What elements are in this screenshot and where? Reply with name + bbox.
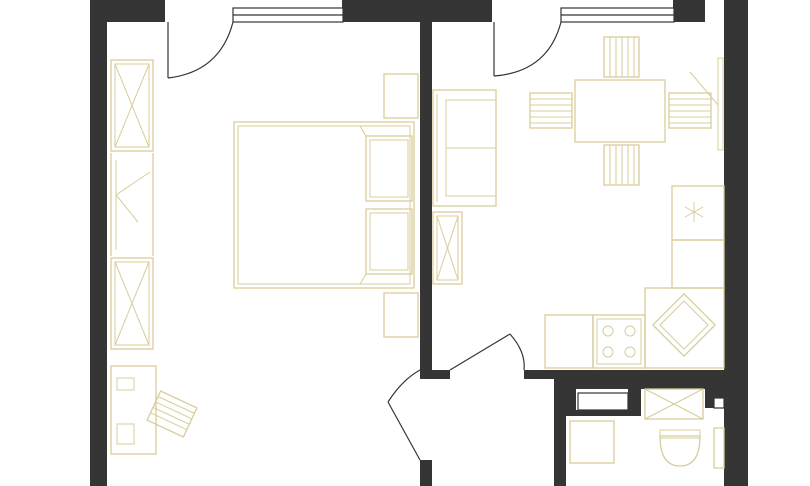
sink-bathroom [713,427,725,469]
chair-right [668,92,712,129]
top-wall-1 [90,0,165,22]
washing-machine [569,420,615,464]
left-outer-wall [90,0,107,486]
toilet [659,429,701,467]
chair-bottom [603,144,640,186]
walls [90,0,748,486]
windows [232,7,725,411]
dining-table [574,79,666,143]
sofa [432,89,497,207]
shower [644,388,704,420]
door-kitchen-balcony [493,21,562,77]
door-bedroom-entry [387,369,421,461]
bathroom-left-wall [554,379,566,486]
desk [110,365,157,455]
kitchen-bottom-wall [420,370,450,379]
partition-wall-lower [420,460,432,486]
bathroom-top-wall [554,379,748,389]
stove [592,314,646,369]
living-kitchen-furniture [432,36,725,369]
bathroom-post-2 [628,389,641,416]
chair-left [529,92,573,129]
desk-chair [146,390,198,438]
kitchen-bottom-wall-2 [524,370,748,379]
partition-wall [420,22,432,370]
double-bed [233,121,415,289]
door-kitchen-entry [449,333,525,371]
bathroom-post-1 [566,389,576,416]
window-bathroom [577,392,629,411]
sink [651,292,717,358]
door-bedroom-balcony [167,21,234,79]
nightstand-top [383,73,419,119]
window-side-panel [689,57,724,151]
right-outer-wall [724,0,748,486]
window-bathroom-2 [713,397,725,409]
top-wall-2 [342,0,492,22]
nightstand-bottom [383,292,419,338]
wardrobe-top [110,59,154,152]
bathroom-divider [566,410,641,416]
bathroom-fixtures [569,388,725,469]
cabinet [432,211,463,285]
chair-top [603,36,640,78]
wardrobe-bottom [110,257,154,350]
kitchen-counter [544,185,725,369]
bedroom-furniture [110,59,419,455]
top-wall-3 [673,0,705,22]
wardrobe-middle [110,153,154,256]
doors [167,21,562,461]
